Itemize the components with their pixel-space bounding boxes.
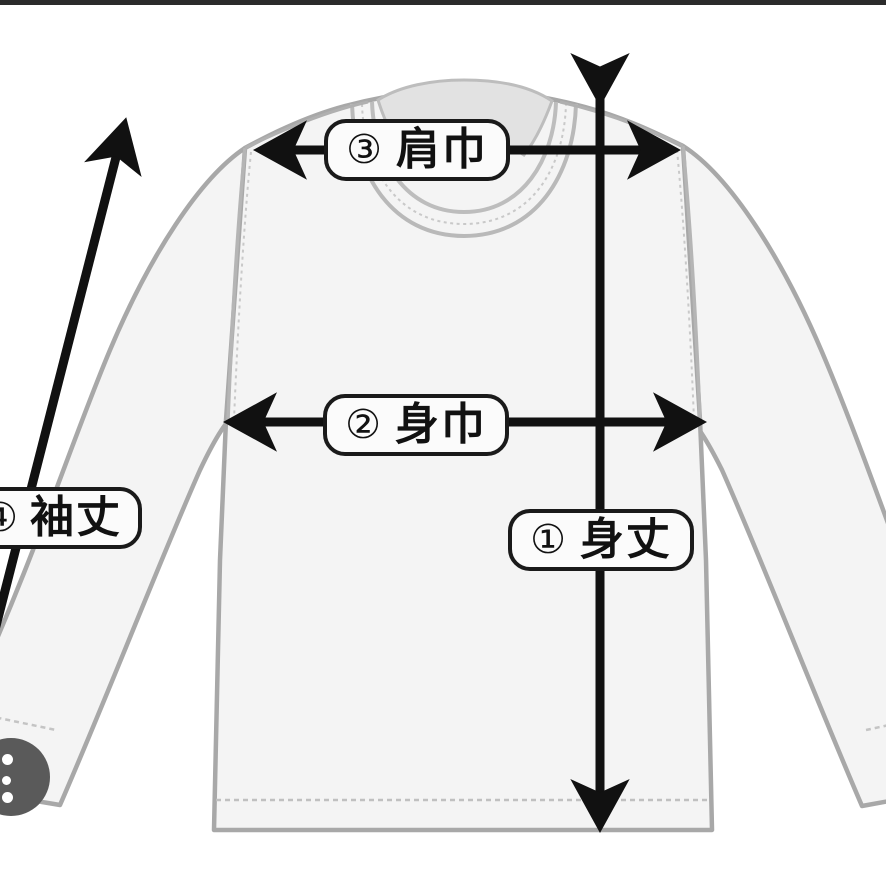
left-cuff-stitch (0, 717, 57, 732)
right-armhole-seam (681, 145, 702, 421)
label-body-width-text: 身巾 (394, 399, 487, 450)
label-body-length: ① 身丈 (508, 509, 694, 571)
left-sleeve (0, 145, 248, 808)
label-shoulder-width-text: 肩巾 (395, 124, 488, 175)
label-body-length-number: ① (530, 517, 566, 563)
left-armhole-stitch (233, 151, 252, 421)
watermark-glyph (2, 754, 28, 803)
label-sleeve-length: ④ 袖丈 (0, 487, 142, 549)
label-body-width-number: ② (345, 402, 381, 448)
label-sleeve-length-number: ④ (0, 495, 18, 541)
garment-torso (211, 87, 715, 833)
label-shoulder-width: ③ 肩巾 (324, 119, 510, 181)
left-armhole-seam (226, 147, 247, 421)
label-shoulder-width-number: ③ (346, 127, 382, 173)
right-sleeve (680, 143, 886, 809)
label-body-length-text: 身丈 (579, 514, 672, 565)
label-body-width: ② 身巾 (323, 394, 509, 456)
label-sleeve-length-text: 袖丈 (30, 492, 122, 543)
sleeve-length-arrow (0, 117, 142, 629)
top-edge-bar (0, 0, 886, 5)
